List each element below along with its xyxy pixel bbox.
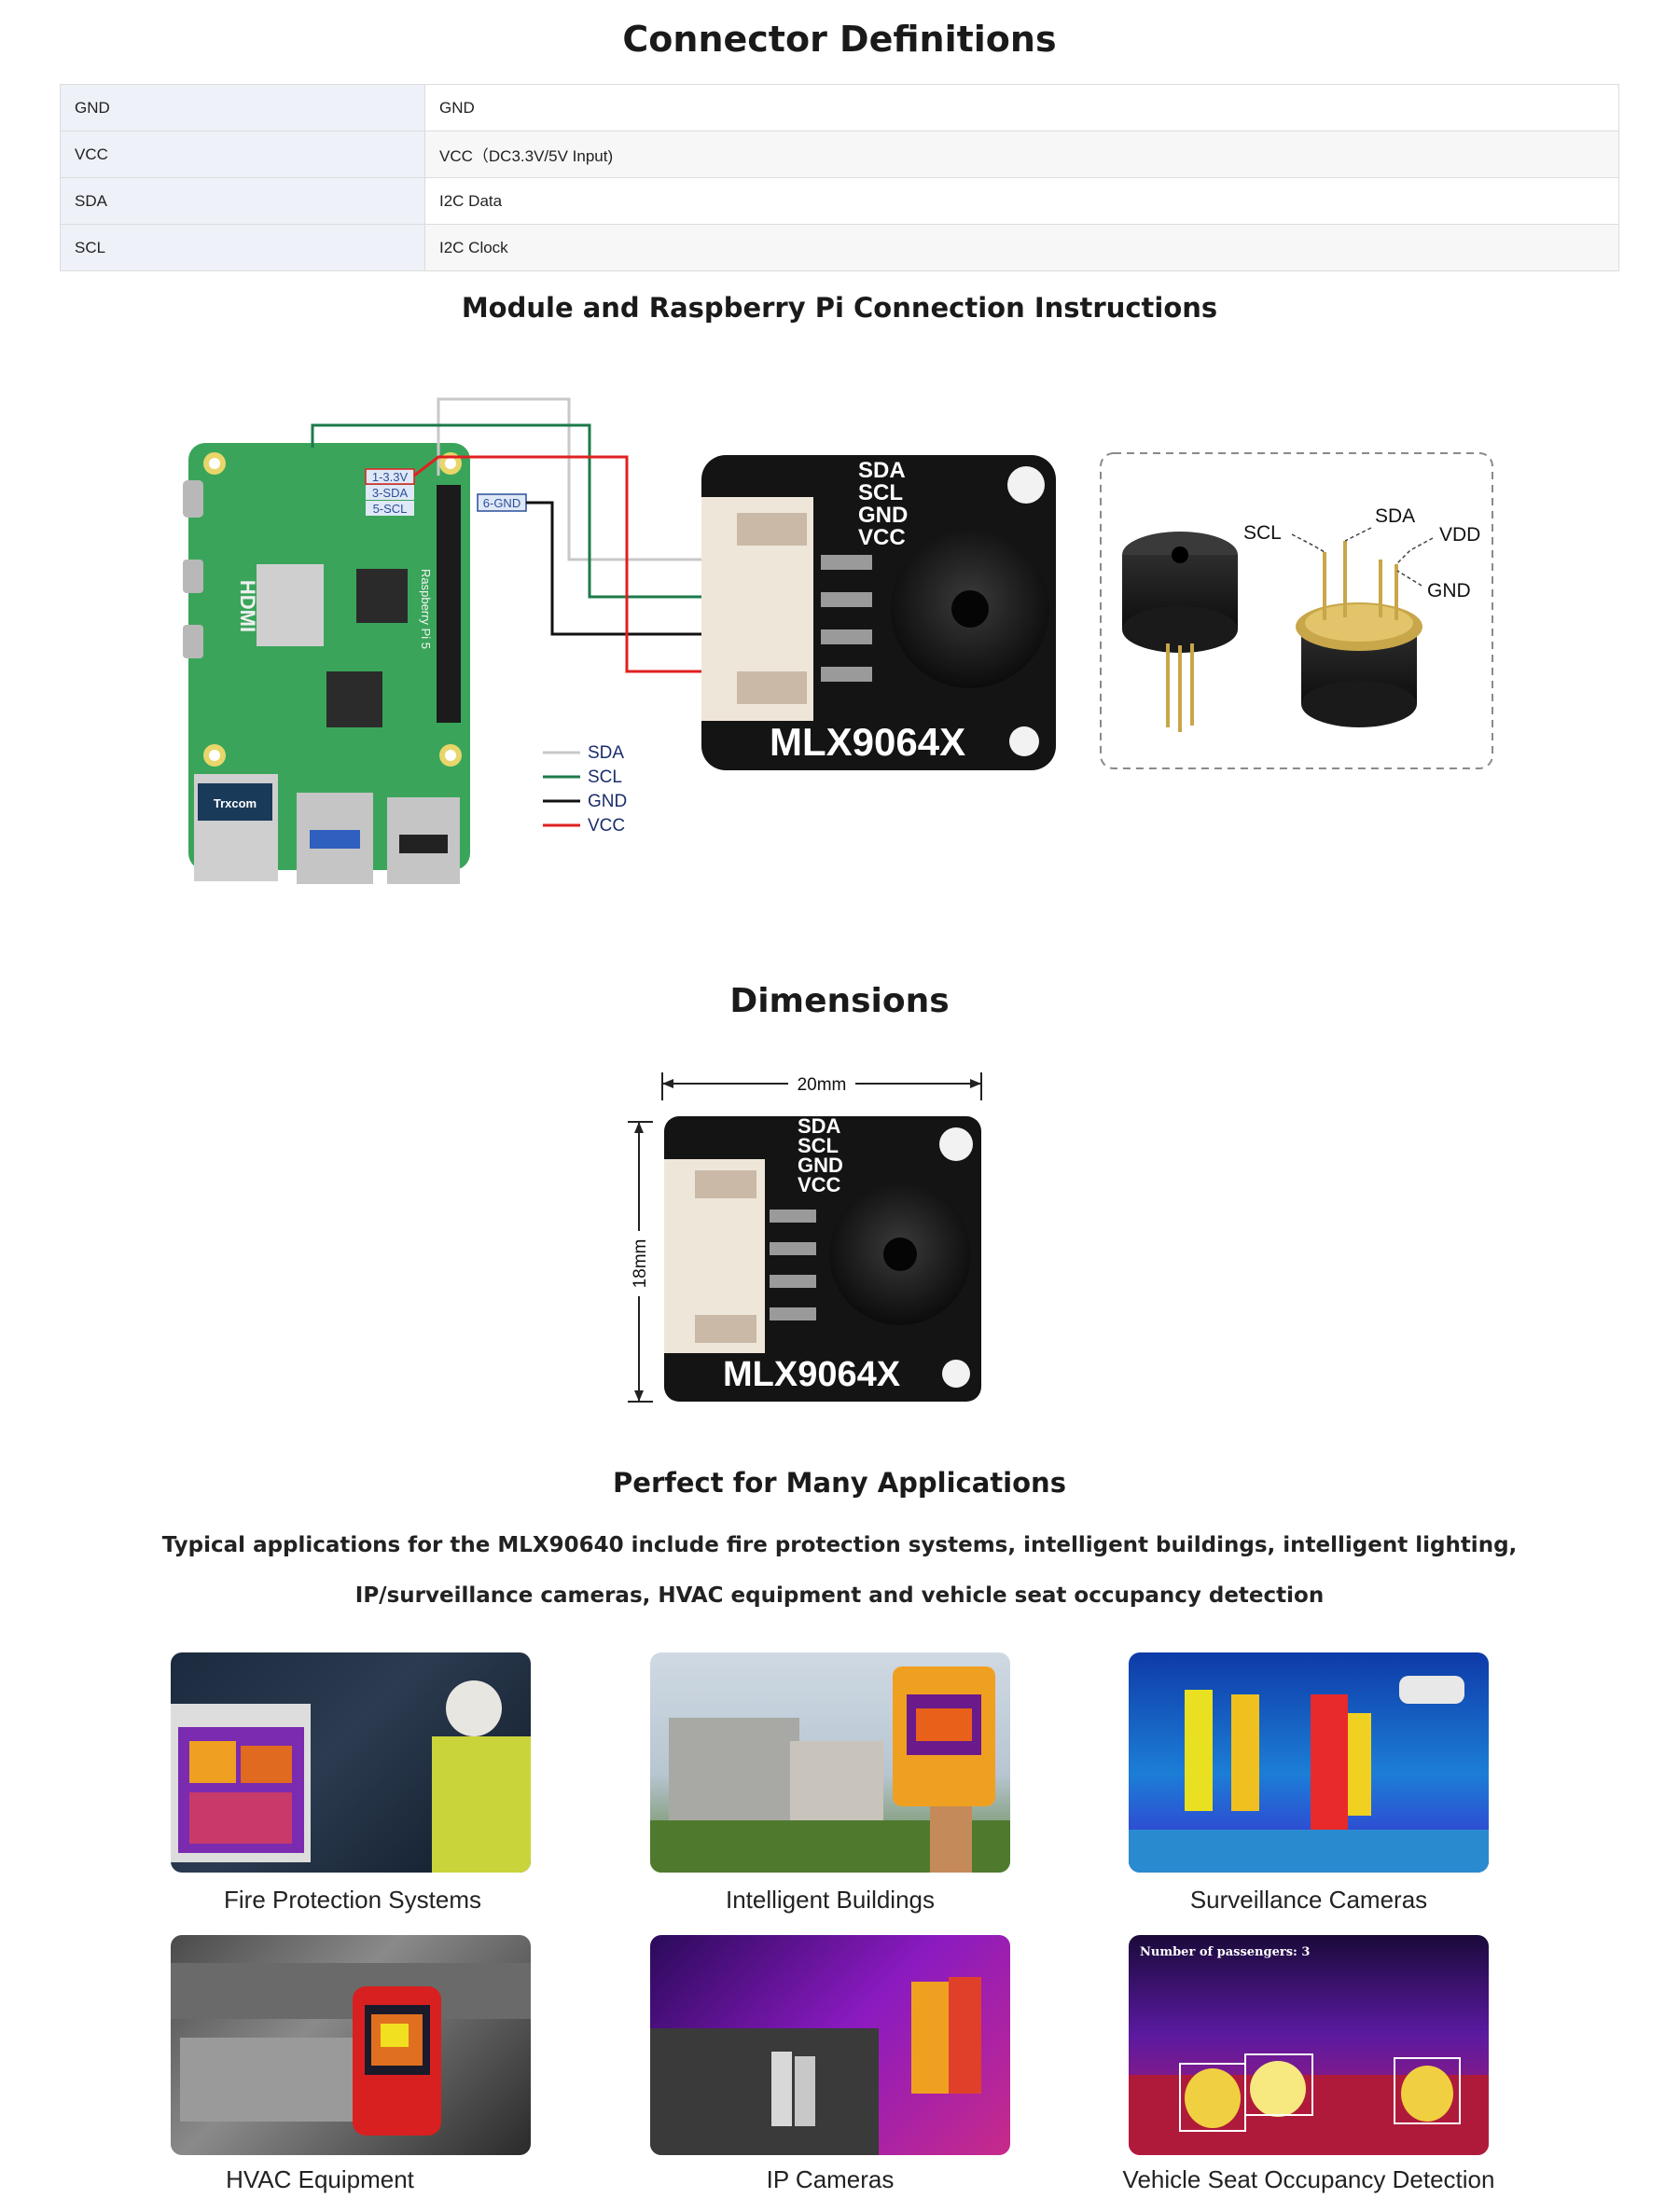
raspberry-pi-board: HDMI Raspberry Pi 5 Trxcom 1-3.3V 3-SDA … <box>183 443 527 884</box>
connector-definitions-title: Connector Definitions <box>622 19 1057 60</box>
dim-module-pin-scl: SCL <box>798 1134 839 1157</box>
hvac-equipment-image <box>171 1935 531 2155</box>
module-pin-gnd: GND <box>858 503 908 528</box>
pin-name: SDA <box>60 177 425 225</box>
caption-hvac-equipment: HVAC Equipment <box>226 2165 414 2193</box>
mlx-module-dimensioned: SDA SCL GND VCC MLX9064X <box>664 1114 981 1402</box>
pin-name: SCL <box>60 224 425 271</box>
sensor-detail: SCL SDA VDD GND <box>1100 452 1493 769</box>
connection-instructions-title: Module and Raspberry Pi Connection Instr… <box>461 292 1218 324</box>
pin-label-3v3: 1-3.3V <box>372 470 409 484</box>
module-pin-scl: SCL <box>858 480 903 505</box>
raspberry-pi-label: Raspberry Pi 5 <box>419 569 433 649</box>
pin-description: GND <box>424 84 1619 131</box>
dimensions-drawing: 20mm 18mm SDA SCL GND VCC MLX9064X <box>628 1072 982 1403</box>
dim-module-pin-vcc: VCC <box>798 1173 841 1196</box>
table-row: VCC VCC（DC3.3V/5V Input) <box>60 131 1619 178</box>
caption-surveillance-cameras: Surveillance Cameras <box>1189 1886 1428 1914</box>
sensor-pin-sda: SDA <box>1375 505 1415 527</box>
module-name: MLX9064X <box>770 720 965 764</box>
sensor-pin-scl: SCL <box>1243 522 1282 544</box>
height-dimension: 18mm <box>631 1239 650 1289</box>
table-row: SCL I2C Clock <box>60 224 1619 271</box>
pin-label-scl: 5-SCL <box>373 502 408 516</box>
table-row: GND GND <box>60 84 1619 131</box>
passenger-count-overlay: Number of passengers: 3 <box>1140 1945 1310 1959</box>
intelligent-buildings-image <box>650 1652 1010 1873</box>
trxcom-label: Trxcom <box>214 796 257 810</box>
dim-module-pin-sda: SDA <box>798 1114 841 1138</box>
surveillance-cameras-image <box>1129 1652 1489 1873</box>
dimensions-title: Dimensions <box>729 982 950 1020</box>
applications-description-line-2: IP/surveillance cameras, HVAC equipment … <box>354 1583 1325 1608</box>
module-pin-vcc: VCC <box>858 525 906 550</box>
legend-sda: SDA <box>588 743 624 763</box>
caption-intelligent-buildings: Intelligent Buildings <box>725 1886 936 1914</box>
legend-scl: SCL <box>588 767 622 787</box>
ip-cameras-image <box>650 1935 1010 2155</box>
pin-label-gnd: 6-GND <box>483 496 520 510</box>
pin-description: VCC（DC3.3V/5V Input) <box>424 131 1619 178</box>
caption-vehicle-seat-occupancy: Vehicle Seat Occupancy Detection <box>1122 2165 1495 2193</box>
legend-vcc: VCC <box>588 816 625 836</box>
vehicle-seat-image: Number of passengers: 3 <box>1129 1935 1489 2155</box>
pin-name: GND <box>60 84 425 131</box>
fire-protection-image <box>171 1652 531 1873</box>
sensor-pin-vdd: VDD <box>1439 524 1480 546</box>
pin-name: VCC <box>60 131 425 178</box>
table-row: SDA I2C Data <box>60 177 1619 225</box>
wire-legend: SDA SCL GND VCC <box>543 743 627 836</box>
sensor-pin-gnd: GND <box>1427 580 1471 601</box>
module-pin-sda: SDA <box>858 458 906 483</box>
hdmi-label: HDMI <box>236 580 259 632</box>
caption-fire-protection: Fire Protection Systems <box>224 1886 481 1914</box>
width-dimension: 20mm <box>798 1075 847 1095</box>
applications-description-line-1: Typical applications for the MLX90640 in… <box>161 1533 1518 1557</box>
pin-description: I2C Data <box>424 177 1619 225</box>
pin-description: I2C Clock <box>424 224 1619 271</box>
caption-ip-cameras: IP Cameras <box>766 2165 895 2193</box>
applications-title: Perfect for Many Applications <box>613 1467 1066 1499</box>
legend-gnd: GND <box>588 792 627 811</box>
dim-module-name: MLX9064X <box>723 1355 901 1394</box>
wires <box>311 397 701 673</box>
pin-label-sda: 3-SDA <box>372 486 409 500</box>
mlx-module: SDA SCL GND VCC MLX9064X <box>701 455 1056 770</box>
dim-module-pin-gnd: GND <box>798 1154 843 1177</box>
connector-table: GND GND VCC VCC（DC3.3V/5V Input) SDA I2C… <box>60 84 1619 271</box>
wiring-diagram: HDMI Raspberry Pi 5 Trxcom 1-3.3V 3-SDA … <box>183 397 1493 884</box>
